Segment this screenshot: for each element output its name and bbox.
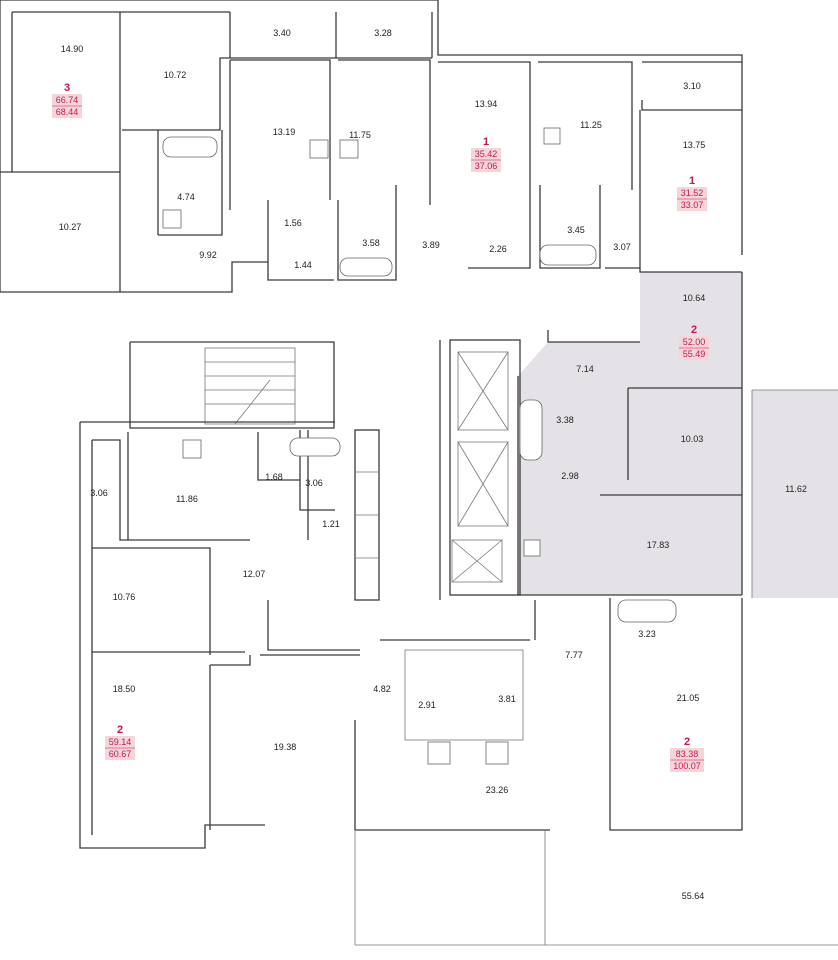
room-area-label: 3.06 (90, 488, 108, 498)
apartment-area-living: 52.00 (683, 337, 706, 347)
apartment-area-living: 83.38 (676, 749, 699, 759)
apartment-badge[interactable]: 1 35.42 37.06 (471, 136, 501, 172)
room-area-label: 18.50 (113, 684, 136, 694)
apartment-area-total: 37.06 (475, 161, 498, 171)
room-area-label: 4.74 (177, 192, 195, 202)
room-area-label: 13.94 (475, 99, 498, 109)
apartment-area-total: 100.07 (673, 761, 701, 771)
apartment-area-living: 59.14 (109, 737, 132, 747)
room-area-label: 12.07 (243, 569, 266, 579)
room-area-label: 13.75 (683, 140, 706, 150)
room-area-label: 55.64 (682, 891, 705, 901)
core (129, 339, 521, 601)
room-area-label: 3.45 (567, 225, 585, 235)
room-area-label: 3.06 (305, 478, 323, 488)
room-area-label: 2.26 (489, 244, 507, 254)
apartment-rooms: 1 (483, 136, 489, 148)
room-area-label: 10.76 (113, 592, 136, 602)
fixtures (162, 127, 677, 765)
room-area-label: 7.14 (576, 364, 594, 374)
room-area-label: 1.68 (265, 472, 283, 482)
room-area-label: 21.05 (677, 693, 700, 703)
room-labels: 14.90 10.72 3.40 3.28 10.27 4.74 13.19 1… (59, 28, 807, 901)
room-area-label: 3.40 (273, 28, 291, 38)
room-area-label: 3.81 (498, 694, 516, 704)
room-area-label: 1.21 (322, 519, 340, 529)
room-area-label: 3.58 (362, 238, 380, 248)
apartment-rooms: 2 (691, 324, 697, 336)
room-area-label: 11.86 (176, 494, 198, 504)
room-area-label: 10.64 (683, 293, 706, 303)
apartment-badge[interactable]: 3 66.74 68.44 (52, 82, 82, 118)
room-area-label: 11.62 (785, 484, 807, 494)
apartment-area-living: 35.42 (475, 149, 498, 159)
room-area-label: 1.44 (294, 260, 312, 270)
room-area-label: 13.19 (273, 127, 296, 137)
apartment-area-total: 55.49 (683, 349, 706, 359)
room-area-label: 3.23 (638, 629, 656, 639)
apartment-area-living: 66.74 (56, 95, 79, 105)
room-area-label: 2.91 (418, 700, 436, 710)
room-area-label: 2.98 (561, 471, 579, 481)
room-area-label: 14.90 (61, 44, 84, 54)
room-area-label: 1.56 (284, 218, 302, 228)
apartment-rooms: 3 (64, 82, 70, 94)
room-area-label: 23.26 (486, 785, 509, 795)
highlighted-apartment[interactable] (518, 272, 838, 598)
room-area-label: 11.25 (580, 120, 602, 130)
room-area-label: 10.72 (164, 70, 187, 80)
apartment-badge[interactable]: 2 83.38 100.07 (670, 736, 704, 772)
room-area-label: 4.82 (373, 684, 391, 694)
room-area-label: 3.10 (683, 81, 701, 91)
apartment-rooms: 1 (689, 175, 695, 187)
room-area-label: 3.89 (422, 240, 440, 250)
room-area-label: 19.38 (274, 742, 297, 752)
lower-walls (79, 421, 838, 946)
room-area-label: 7.77 (565, 650, 583, 660)
room-area-label: 3.07 (613, 242, 631, 252)
room-area-label: 9.92 (199, 250, 217, 260)
room-area-label: 10.03 (681, 434, 704, 444)
room-area-label: 3.38 (556, 415, 574, 425)
room-area-label: 3.28 (374, 28, 392, 38)
apartment-area-total: 68.44 (56, 107, 79, 117)
room-area-label: 11.75 (349, 130, 371, 140)
apartment-area-total: 60.67 (109, 749, 132, 759)
apartment-area-total: 33.07 (681, 200, 704, 210)
apartment-rooms: 2 (684, 736, 690, 748)
apartment-badge[interactable]: 2 52.00 55.49 (679, 324, 709, 360)
apartment-badge[interactable]: 1 31.52 33.07 (677, 175, 707, 211)
apartment-badge[interactable]: 2 59.14 60.67 (105, 724, 135, 760)
room-area-label: 17.83 (647, 540, 670, 550)
room-area-label: 10.27 (59, 222, 82, 232)
apartment-area-living: 31.52 (681, 188, 704, 198)
walls (0, 0, 838, 598)
apartment-rooms: 2 (117, 724, 123, 736)
